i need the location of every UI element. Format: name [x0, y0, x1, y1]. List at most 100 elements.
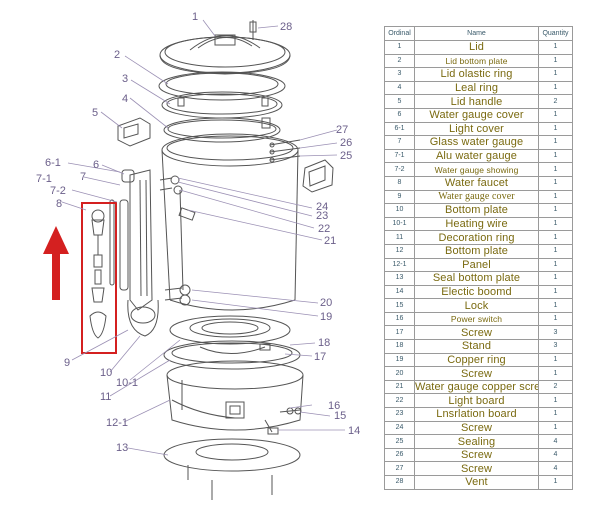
ordinal-cell: 5: [384, 94, 415, 109]
callout-27: 27: [336, 124, 348, 136]
quantity-cell: 1: [538, 148, 573, 164]
quantity-cell: 1: [538, 135, 573, 150]
callout-14: 14: [348, 425, 360, 437]
name-cell: Water gauge cover: [414, 107, 539, 123]
ordinal-cell: 10: [384, 203, 415, 218]
callout-10: 10: [100, 367, 112, 379]
quantity-cell: 1: [538, 420, 573, 436]
quantity-cell: 1: [538, 475, 573, 490]
quantity-cell: 1: [538, 203, 573, 218]
seal-bottom-plate: [163, 438, 301, 500]
callout-16: 16: [328, 400, 340, 412]
side-screws: [178, 139, 301, 221]
water-faucet-part: [89, 209, 107, 339]
ordinal-cell: 14: [384, 284, 415, 300]
name-cell: Lnsrlation board: [414, 407, 539, 422]
red-arrow-icon: [43, 226, 69, 300]
callout-12-1: 12-1: [106, 417, 128, 429]
name-cell: Lock: [414, 298, 539, 313]
quantity-cell: 1: [538, 407, 573, 422]
name-cell: Water gauge showing: [414, 162, 539, 177]
name-cell: Screw: [414, 461, 539, 476]
callout-9: 9: [64, 357, 70, 369]
name-cell: Lid bottom plate: [414, 53, 539, 69]
callout-13: 13: [116, 442, 128, 454]
name-cell: Sealing: [414, 434, 539, 449]
quantity-cell: 1: [538, 216, 573, 232]
quantity-cell: 1: [538, 107, 573, 123]
name-cell: Water faucet: [414, 175, 539, 191]
callout-19: 19: [320, 311, 332, 323]
callout-24: 24: [316, 201, 328, 213]
callout-7-1: 7-1: [36, 173, 52, 185]
ordinal-cell: 23: [384, 407, 415, 422]
name-cell: Water gauge copper screw: [414, 379, 539, 395]
callout-2: 2: [114, 49, 120, 61]
callout-4: 4: [122, 93, 128, 105]
name-cell: Light board: [414, 393, 539, 409]
quantity-cell: 1: [538, 53, 573, 69]
ordinal-cell: 7-2: [384, 162, 415, 177]
body-cylinder: [161, 133, 299, 311]
header-ordinal: Ordinal: [384, 26, 415, 41]
callout-28: 28: [280, 21, 292, 33]
water-gauge-assembly: [109, 169, 191, 337]
leader-lines: [61, 19, 345, 456]
quantity-cell: 1: [538, 230, 573, 245]
quantity-cell: 2: [538, 94, 573, 109]
ordinal-cell: 2: [384, 53, 415, 69]
callout-7: 7: [80, 171, 86, 183]
callout-7-2: 7-2: [50, 185, 66, 197]
name-cell: Stand: [414, 339, 539, 354]
callout-21: 21: [324, 235, 336, 247]
callout-20: 20: [320, 297, 332, 309]
callout-8: 8: [56, 198, 62, 210]
ordinal-cell: 1: [384, 40, 415, 55]
ordinal-cell: 6: [384, 107, 415, 123]
quantity-cell: 1: [538, 284, 573, 300]
name-cell: Light cover: [414, 121, 539, 137]
name-cell: Heating wire: [414, 216, 539, 232]
ordinal-cell: 7: [384, 135, 415, 150]
ordinal-cell: 15: [384, 298, 415, 313]
quantity-cell: 1: [538, 40, 573, 55]
ordinal-cell: 3: [384, 67, 415, 82]
callout-18: 18: [318, 337, 330, 349]
ordinal-cell: 4: [384, 80, 415, 96]
exploded-view-drawing: 1 2 3 4 5 6 6-1 7 7-1 7-2 8 9 10 10-1 11…: [36, 11, 360, 500]
lid-handle-right: [302, 159, 334, 193]
ordinal-cell: 25: [384, 434, 415, 449]
quantity-cell: 1: [538, 257, 573, 273]
quantity-cell: 1: [538, 352, 573, 368]
ordinal-cell: 10-1: [384, 216, 415, 232]
quantity-cell: 1: [538, 243, 573, 259]
quantity-cell: 1: [538, 298, 573, 313]
faucet-highlight-box: [81, 202, 117, 354]
ordinal-cell: 26: [384, 447, 415, 463]
decoration-ring: [163, 340, 301, 370]
ordinal-cell: 18: [384, 339, 415, 354]
ordinal-cell: 22: [384, 393, 415, 409]
name-cell: Decoration ring: [414, 230, 539, 245]
callout-6-1: 6-1: [45, 157, 61, 169]
